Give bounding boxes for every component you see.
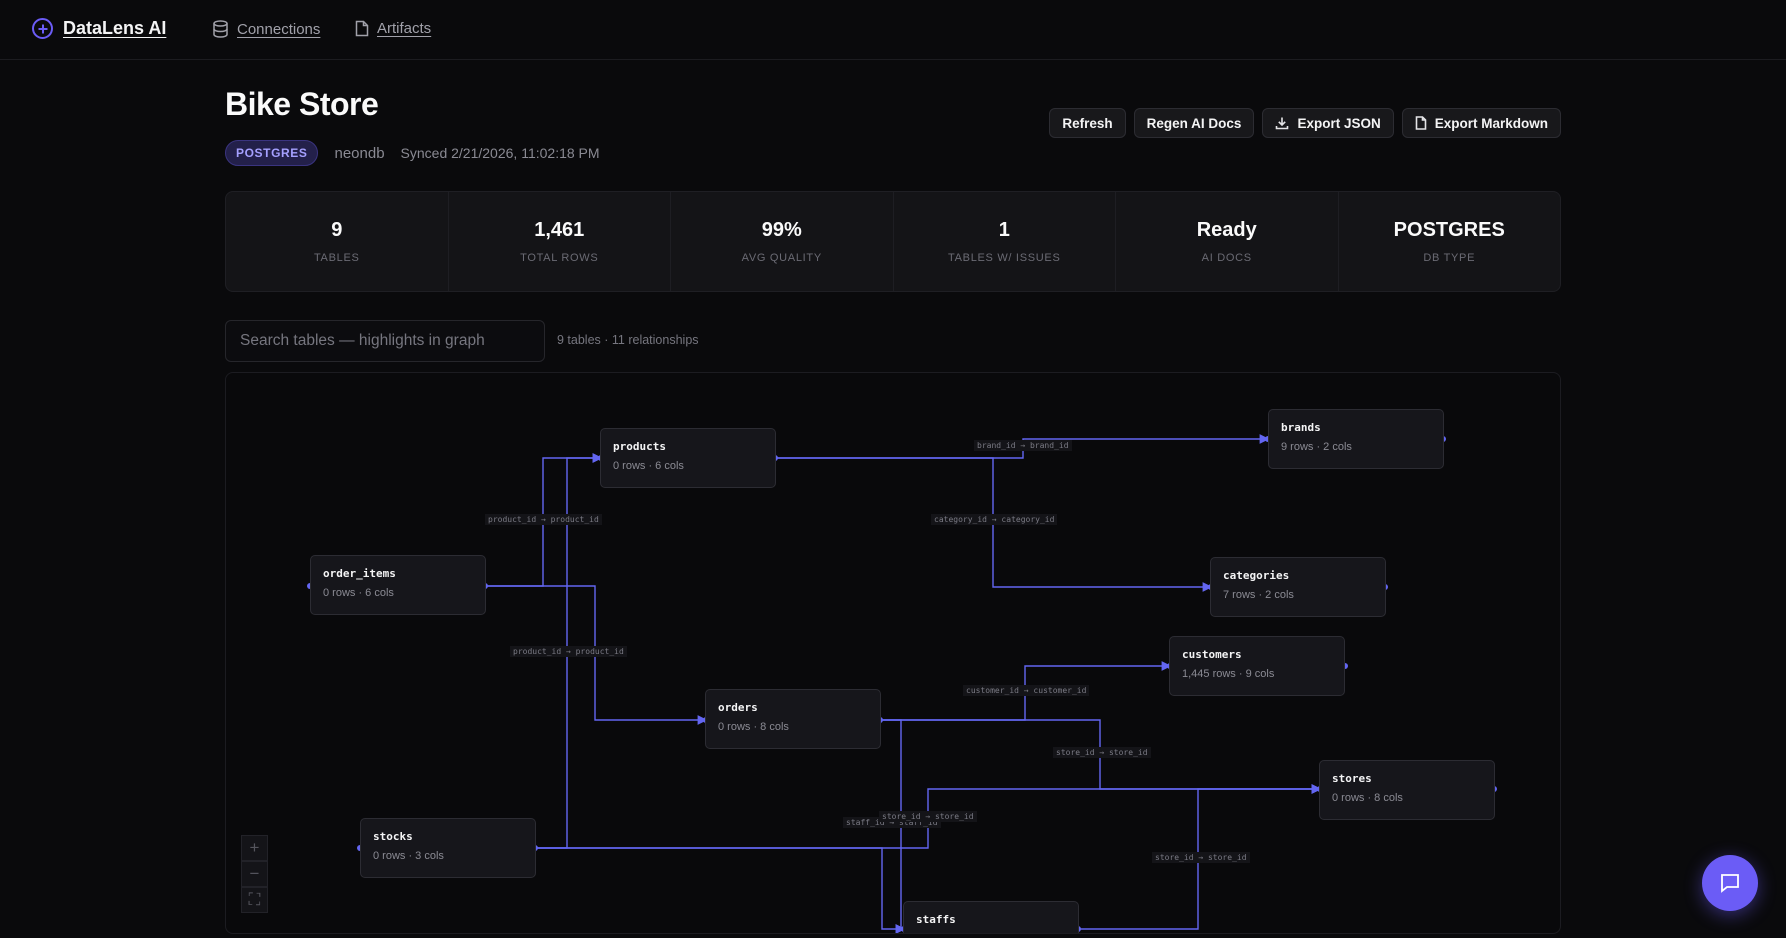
table-node-staffs[interactable]: staffs [903,901,1079,933]
regen-ai-docs-button[interactable]: Regen AI Docs [1133,108,1255,138]
download-icon [1276,117,1289,130]
table-meta: 0 rows · 3 cols [373,850,444,862]
table-name: orders [718,701,758,714]
table-meta: 0 rows · 8 cols [718,721,789,733]
stat-label: TOTAL ROWS [520,252,599,264]
table-name: staffs [916,913,956,926]
page-meta: POSTGRES neondb Synced 2/21/2026, 11:02:… [225,140,600,166]
page-actions: Refresh Regen AI Docs Export JSON Export… [1049,108,1561,138]
stat-label: TABLES W/ ISSUES [948,252,1061,264]
table-node-stores[interactable]: stores 0 rows · 8 cols [1319,760,1495,820]
table-meta: 9 rows · 2 cols [1281,441,1352,453]
stat-value: 1,461 [534,219,585,241]
stat-ai-docs: Ready AI DOCS [1116,192,1339,291]
page-title: Bike Store [225,86,379,122]
stat-value: 9 [331,219,343,241]
export-markdown-button[interactable]: Export Markdown [1401,108,1561,138]
table-meta: 0 rows · 8 cols [1332,792,1403,804]
table-name: products [613,440,666,453]
table-name: categories [1223,569,1290,582]
stat-value: Ready [1196,219,1257,241]
table-node-products[interactable]: products 0 rows · 6 cols [600,428,776,488]
zoom-in-button[interactable]: + [241,835,268,861]
edge-label-brand: brand_id → brand_id [974,440,1072,451]
stat-value: POSTGRES [1393,219,1505,241]
edge-label-staff: staff_id → staff_id [843,817,941,828]
nav-artifacts[interactable]: Artifacts [355,20,431,37]
stat-label: TABLES [313,252,360,264]
refresh-button-label: Refresh [1062,115,1113,131]
graph-summary: 9 tables · 11 relationships [557,333,699,347]
table-node-brands[interactable]: brands 9 rows · 2 cols [1268,409,1444,469]
edge-label-store-1: store_id → store_id [1053,747,1151,758]
table-search-input[interactable] [225,320,545,362]
stat-tables: 9 TABLES [226,192,449,291]
table-node-stocks[interactable]: stocks 0 rows · 3 cols [360,818,536,878]
table-node-orders[interactable]: orders 0 rows · 8 cols [705,689,881,749]
table-meta: 0 rows · 6 cols [613,460,684,472]
table-name: customers [1182,648,1242,661]
db-type-badge: POSTGRES [225,140,319,166]
stat-label: AI DOCS [1201,252,1252,264]
app-brand[interactable]: DataLens AI [32,18,166,39]
plus-circle-icon [32,18,53,39]
edge-label-store-2: store_id → store_id [879,811,977,822]
table-meta: 0 rows · 6 cols [323,587,394,599]
export-json-button[interactable]: Export JSON [1262,108,1394,138]
export-markdown-label: Export Markdown [1434,115,1548,131]
stat-label: DB TYPE [1423,252,1476,264]
edge-label-product-1: product_id → product_id [485,514,602,525]
sync-timestamp: Synced 2/21/2026, 11:02:18 PM [400,145,600,161]
nav-artifacts-label: Artifacts [377,20,432,37]
top-navigation-bar: DataLens AI Connections Artifacts [0,0,1786,60]
schema-graph[interactable]: brand_id → brand_id product_id → product… [225,372,1561,934]
table-name: stores [1332,772,1372,785]
file-icon [355,20,369,37]
table-node-categories[interactable]: categories 7 rows · 2 cols [1210,557,1386,617]
table-meta: 1,445 rows · 9 cols [1182,668,1275,680]
table-name: order_items [323,567,396,580]
edge-label-customer: customer_id → customer_id [963,685,1090,696]
zoom-controls: + − ⛶ [241,835,268,913]
stats-panel: 9 TABLES 1,461 TOTAL ROWS 99% AVG QUALIT… [225,191,1561,292]
table-node-customers[interactable]: customers 1,445 rows · 9 cols [1169,636,1345,696]
edge-stocks-staffs [535,847,906,933]
table-name: stocks [373,830,413,843]
edge-label-product-2: product_id → product_id [510,646,627,657]
edge-label-store-3: store_id → store_id [1152,852,1250,863]
file-icon [1415,116,1427,130]
refresh-button[interactable]: Refresh [1049,108,1126,138]
edge-label-category: category_id → category_id [931,514,1058,525]
stat-value: 99% [761,219,802,241]
table-node-order-items[interactable]: order_items 0 rows · 6 cols [310,555,486,615]
table-name: brands [1281,421,1321,434]
app-name[interactable]: DataLens AI [63,18,167,38]
database-icon [213,20,228,38]
fit-view-button[interactable]: ⛶ [241,887,268,913]
zoom-out-button[interactable]: − [241,861,268,887]
export-json-label: Export JSON [1297,115,1381,131]
nav-connections-label: Connections [237,20,321,38]
chat-button[interactable] [1702,855,1758,911]
chat-icon [1721,874,1739,893]
nav-connections[interactable]: Connections [212,20,320,38]
stat-avg-quality: 99% AVG QUALITY [671,192,894,291]
stat-total-rows: 1,461 TOTAL ROWS [449,192,671,291]
database-name: neondb [334,144,385,162]
table-meta: 7 rows · 2 cols [1223,589,1294,601]
stat-label: AVG QUALITY [741,252,822,264]
stat-tables-with-issues: 1 TABLES W/ ISSUES [894,192,1116,291]
stat-value: 1 [998,219,1010,241]
stat-db-type: POSTGRES DB TYPE [1339,192,1561,291]
regen-ai-docs-label: Regen AI Docs [1146,115,1242,131]
